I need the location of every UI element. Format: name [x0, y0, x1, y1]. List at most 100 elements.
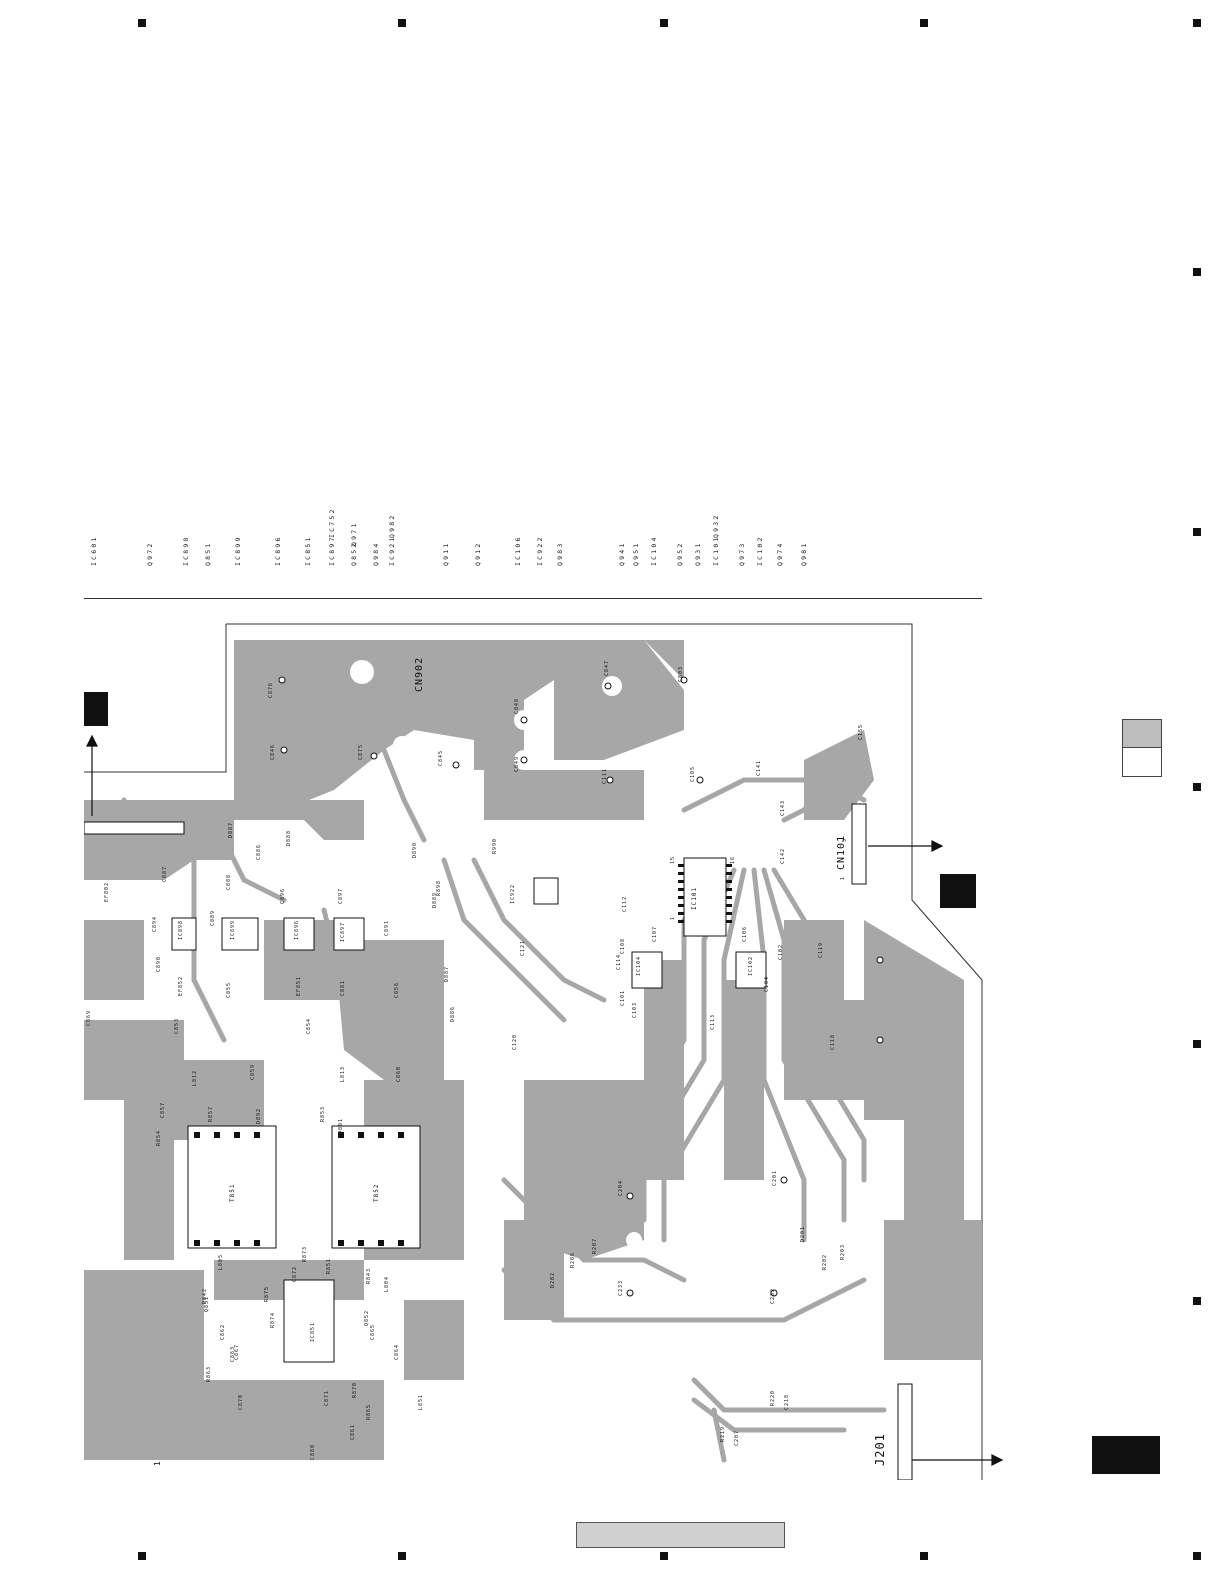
component-ref-label: D887: [444, 966, 450, 982]
header-component-label: Q941: [618, 541, 626, 566]
component-ref-label: R202: [822, 1254, 828, 1270]
component-ref-label: R842: [202, 1288, 208, 1304]
component-ref-label: C102: [778, 944, 784, 960]
edge-fragment-label: 1: [153, 1460, 162, 1466]
component-ref-label: R203: [840, 1244, 846, 1260]
component-ref-label: R873: [302, 1246, 308, 1262]
component-ref-label: IC897: [340, 922, 346, 942]
component-ref-label: C881: [340, 980, 346, 996]
header-component-label: Q952: [676, 541, 684, 566]
component-ref-label: Q852: [364, 1310, 370, 1326]
board-outline: [226, 623, 983, 1480]
header-component-label: Q931: [694, 541, 702, 566]
component-ref-label: C204: [618, 1180, 624, 1196]
component-ref-label: IC101: [691, 887, 698, 910]
component-ref-label: R863: [206, 1366, 212, 1382]
component-ref-label: D201: [800, 1226, 806, 1242]
component-ref-label: C857: [160, 1102, 166, 1118]
component-ref-label: R865: [366, 1404, 372, 1420]
component-ref-label: R219: [720, 1426, 726, 1442]
ic851-outline: [283, 1279, 335, 1363]
edge-fragment-label: 16: [730, 856, 736, 864]
component-ref-label: C114: [616, 954, 622, 970]
header-component-label: IC899: [234, 535, 242, 566]
component-ref-label: D891: [338, 1118, 344, 1134]
component-ref-label: R898: [436, 880, 442, 896]
component-ref-label: CN902: [414, 657, 425, 692]
component-ref-label: D888: [286, 830, 292, 846]
edge-fragment-label: J201: [873, 1433, 887, 1466]
ic102-outline: [735, 951, 767, 989]
edge-fragment-label: 5: [842, 838, 848, 842]
component-ref-label: C870: [238, 1394, 244, 1410]
registration-mark: [920, 19, 928, 27]
component-ref-label: C104: [764, 976, 770, 992]
component-ref-label: IC899: [230, 920, 236, 940]
component-ref-label: C143: [780, 800, 786, 816]
component-ref-label: R851: [326, 1258, 332, 1274]
header-component-label: IC922: [536, 535, 544, 566]
registration-mark: [1193, 1297, 1201, 1305]
component-ref-label: R853: [320, 1106, 326, 1122]
t851-outline: [187, 1125, 277, 1249]
component-ref-label: IC896: [294, 920, 300, 940]
component-ref-label: C860: [396, 1066, 402, 1082]
header-component-label: Q851: [204, 541, 212, 566]
component-ref-label: C871: [324, 1390, 330, 1406]
component-ref-label: C849: [514, 756, 520, 772]
registration-mark: [1193, 528, 1201, 536]
component-ref-label: Q851: [204, 1296, 210, 1312]
component-ref-label: C876: [268, 682, 274, 698]
component-ref-label: C854: [306, 1018, 312, 1034]
component-ref-label: D890: [412, 842, 418, 858]
component-ref-label: C855: [226, 982, 232, 998]
component-ref-label: C848: [514, 698, 520, 714]
component-ref-label: C107: [652, 926, 658, 942]
header-component-label: IC101: [712, 535, 720, 566]
component-ref-label: C201: [772, 1170, 778, 1186]
component-ref-label: R854: [156, 1130, 162, 1146]
board-outline-left: [84, 624, 227, 773]
ic922-outline: [533, 877, 559, 905]
component-ref-label: IC104: [636, 956, 642, 976]
registration-mark: [1193, 783, 1201, 791]
component-ref-label: C894: [152, 916, 158, 932]
component-ref-label: L805: [218, 1254, 224, 1270]
component-ref-label: IC102: [748, 956, 754, 976]
header-component-label: Q911: [442, 541, 450, 566]
header-component-label: Q981: [800, 541, 808, 566]
location-marker: [940, 874, 976, 908]
component-ref-label: EF852: [178, 976, 184, 996]
ic104-outline: [631, 951, 663, 989]
component-ref-label: C856: [394, 982, 400, 998]
left-connector-outline: [84, 821, 185, 835]
registration-mark: [1193, 19, 1201, 27]
component-ref-label: C121: [520, 940, 526, 956]
component-ref-label: C863: [230, 1346, 236, 1362]
ic897-outline: [333, 917, 365, 951]
registration-mark: [138, 1552, 146, 1560]
footer-label-box: [576, 1522, 785, 1548]
component-ref-label: C119: [818, 942, 824, 958]
header-component-label: IC921: [388, 535, 396, 566]
header-component-label: IC898: [182, 535, 190, 566]
component-ref-label: C218: [784, 1394, 790, 1410]
component-ref-label: C861: [350, 1424, 356, 1440]
header-component-label: IC102: [756, 535, 764, 566]
component-ref-label: C859: [250, 1064, 256, 1080]
component-ref-label: R843: [366, 1268, 372, 1284]
header-component-label: IC752: [328, 507, 336, 538]
component-ref-label: C803: [678, 666, 684, 682]
section-tab-grey: [1122, 719, 1162, 748]
cn101-outline: [851, 803, 867, 885]
component-ref-label: C880: [310, 1444, 316, 1460]
component-ref-label: C113: [710, 1014, 716, 1030]
header-component-label: Q983: [556, 541, 564, 566]
component-ref-label: T851: [229, 1184, 236, 1202]
component-ref-label: C111: [602, 768, 608, 784]
header-component-label: Q982: [388, 513, 396, 538]
component-ref-label: EF851: [296, 976, 302, 996]
header-component-label: Q984: [372, 541, 380, 566]
header-component-label: Q951: [632, 541, 640, 566]
component-ref-label: C862: [220, 1324, 226, 1340]
